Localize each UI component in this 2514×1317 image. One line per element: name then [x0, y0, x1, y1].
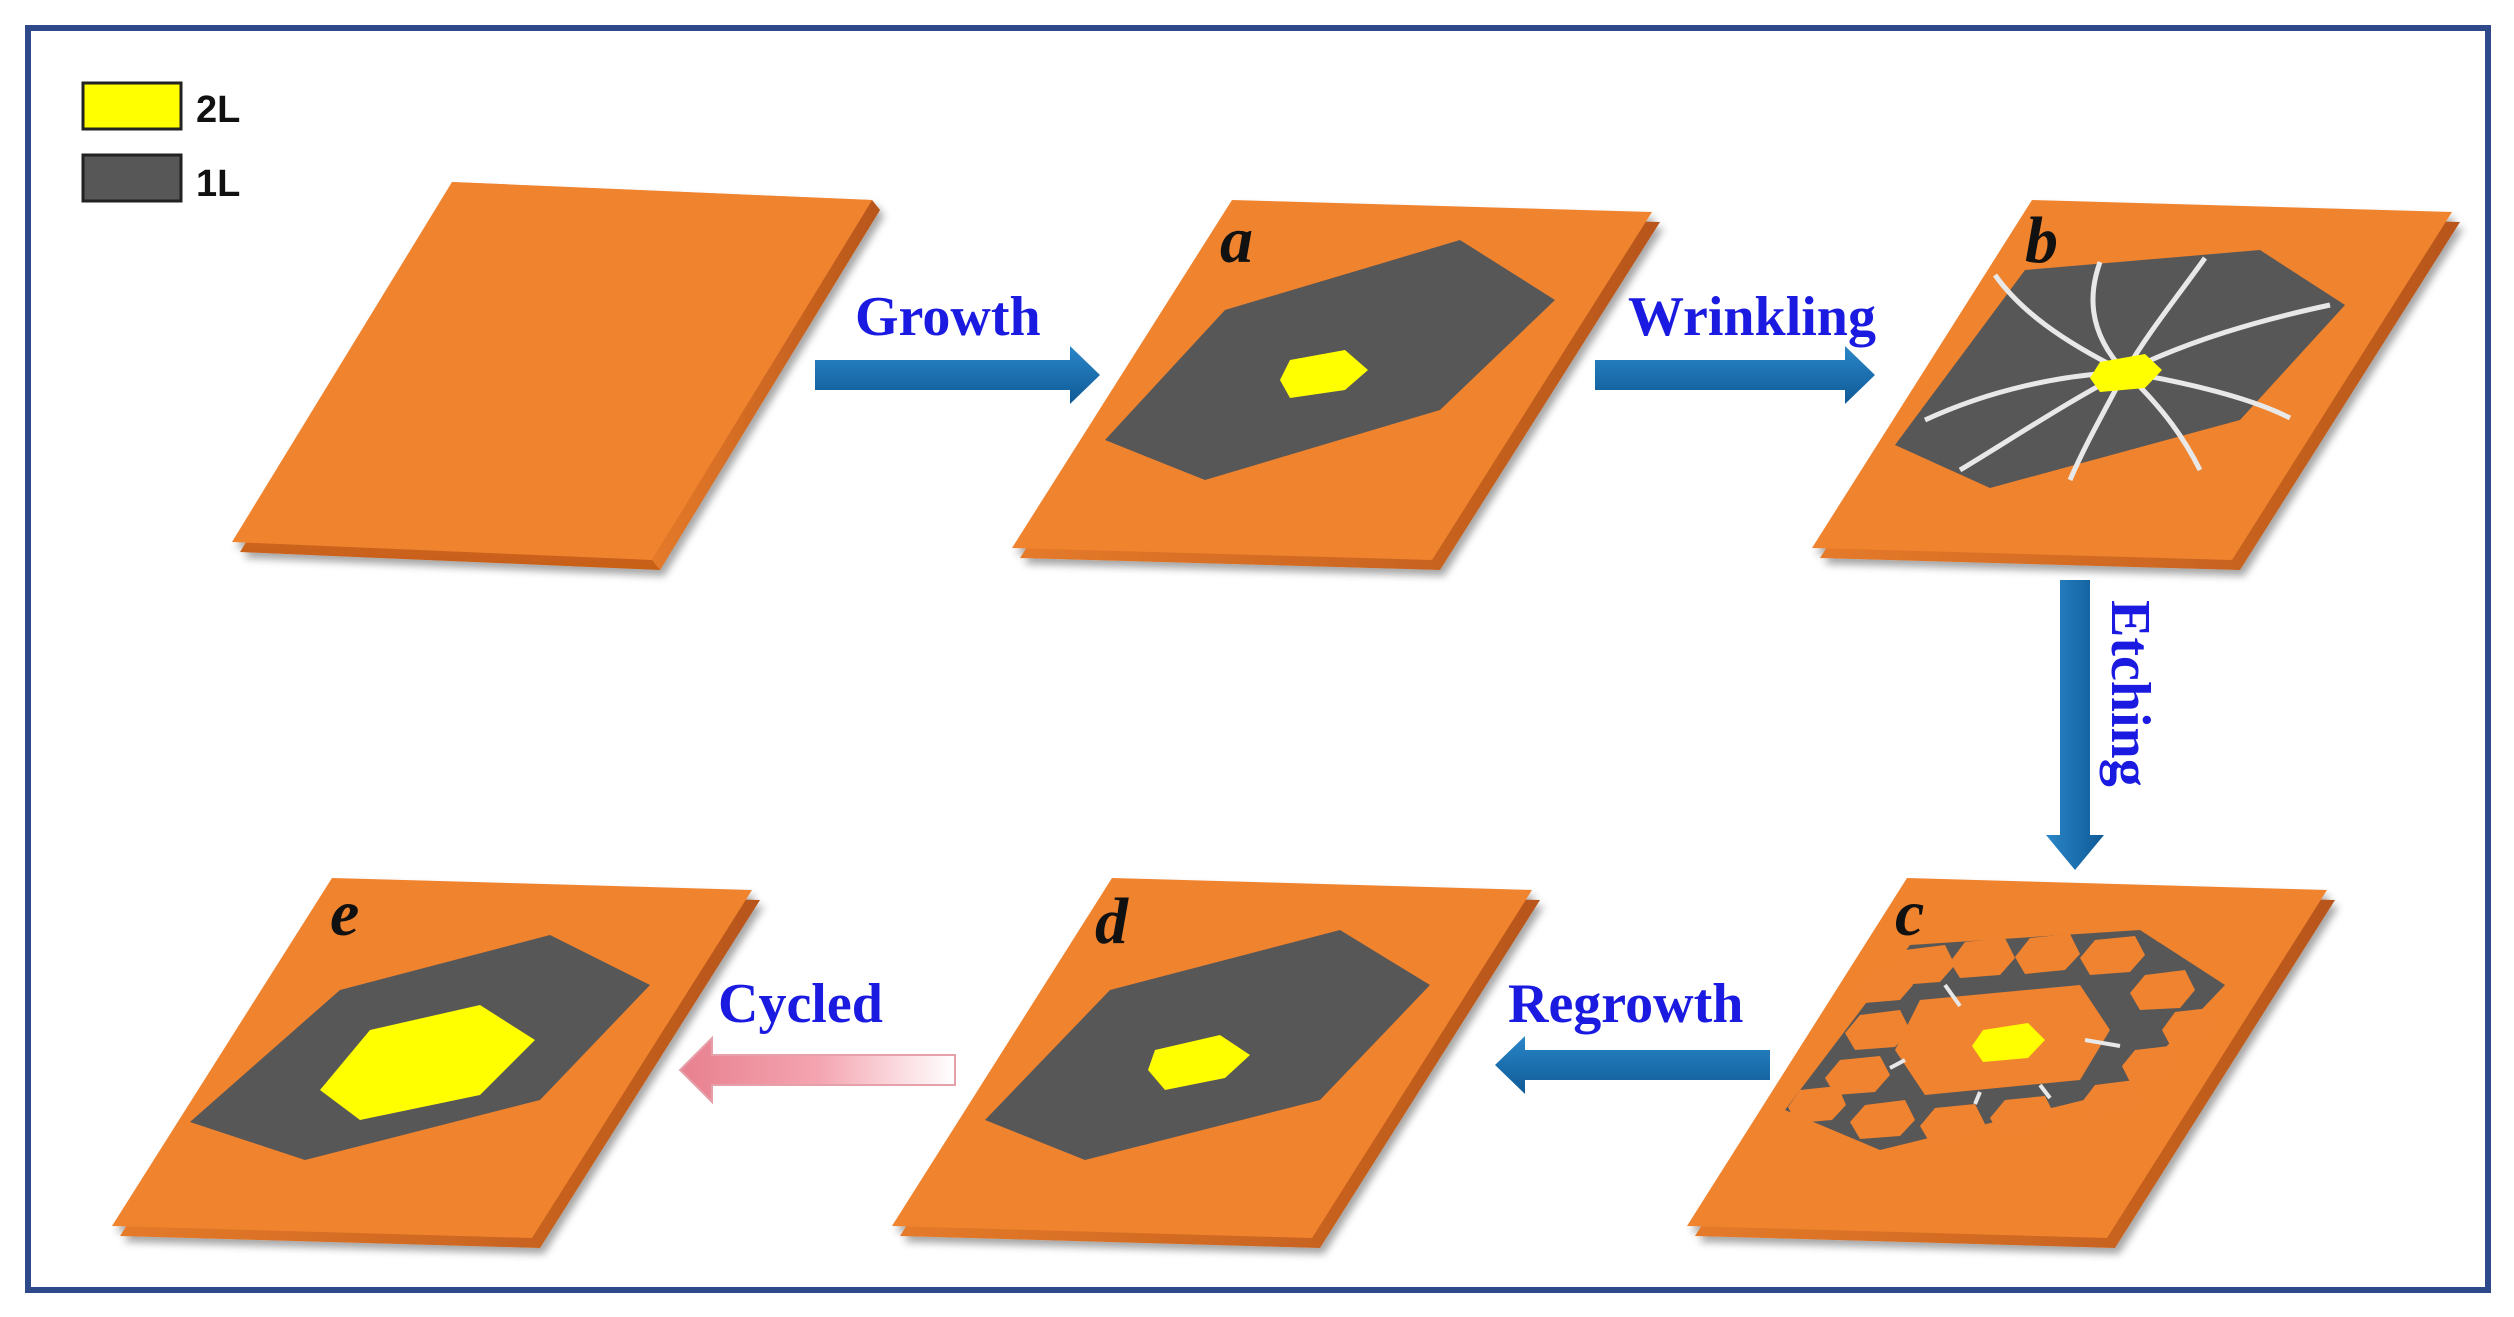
bilayer-core: [2090, 354, 2162, 392]
etching-arrow: [2046, 580, 2104, 870]
panel-letter-b: b: [2025, 204, 2058, 277]
growth-arrow: [815, 346, 1100, 404]
legend-label-1l: 1L: [196, 163, 240, 205]
wrinkling-label: Wrinkling: [1628, 286, 1876, 348]
bilayer-core: [1280, 350, 1368, 398]
panel-c: c: [1687, 877, 2335, 1248]
panel-letter-e: e: [330, 877, 359, 950]
panel-e: e: [112, 877, 760, 1248]
legend-swatch-1l: [81, 153, 183, 203]
legend-label-2l: 2L: [196, 89, 240, 131]
panel-letter-c: c: [1895, 877, 1924, 950]
panel-a: a: [1012, 200, 1660, 570]
figure-frame: [25, 25, 2491, 1293]
panel-letter-d: d: [1095, 885, 1129, 958]
panel-start: [232, 182, 880, 570]
etching-label: Etching: [2099, 600, 2161, 787]
legend-item-2l: 2L: [81, 81, 240, 131]
panel-letter-a: a: [1220, 204, 1253, 277]
panel-d: d: [892, 878, 1540, 1248]
cycled-arrow: [678, 1035, 956, 1105]
wrinkle-lines: [1889, 983, 2121, 1105]
bilayer-core: [320, 1005, 535, 1120]
regrowth-label: Regrowth: [1508, 973, 1743, 1035]
bilayer-core: [1972, 1023, 2045, 1062]
cycled-label: Cycled: [718, 973, 883, 1035]
panel-b: b: [1812, 200, 2460, 570]
bilayer-core: [1148, 1035, 1250, 1090]
regrowth-arrow: [1495, 1036, 1770, 1094]
legend-item-1l: 1L: [81, 153, 240, 205]
legend: 2L 1L: [81, 81, 240, 205]
wrinkling-arrow: [1595, 346, 1875, 404]
growth-label: Growth: [855, 286, 1041, 348]
legend-swatch-2l: [81, 81, 183, 131]
substrate: [232, 182, 872, 560]
